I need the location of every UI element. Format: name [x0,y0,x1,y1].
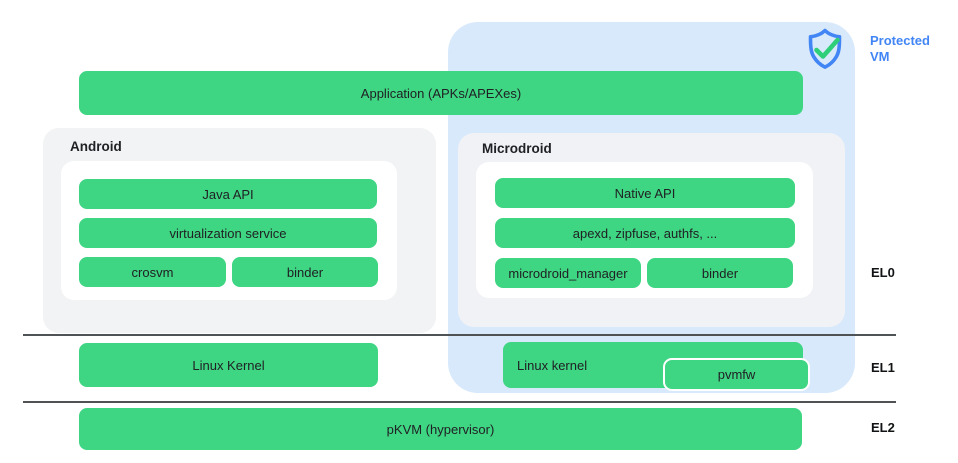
microdroid-manager-bar: microdroid_manager [495,258,641,288]
virtualization-service-bar: virtualization service [79,218,377,248]
android-title: Android [70,139,122,154]
microdroid-section: Microdroid Native API apexd, zipfuse, au… [458,133,845,327]
android-binder-bar: binder [232,257,378,287]
el1-el2-divider [23,401,896,403]
microdroid-inner-box: Native API apexd, zipfuse, authfs, ... m… [476,162,813,298]
el1-label: EL1 [871,360,895,375]
host-linux-kernel-bar: Linux Kernel [79,343,378,387]
protected-vm-label: Protected VM [870,33,930,64]
native-api-bar: Native API [495,178,795,208]
el0-label: EL0 [871,265,895,280]
microdroid-title: Microdroid [482,141,552,156]
android-section: Android Java API virtualization service … [43,128,436,333]
el0-el1-divider [23,334,896,336]
shield-check-icon [808,28,842,69]
apexd-zipfuse-authfs-bar: apexd, zipfuse, authfs, ... [495,218,795,248]
android-inner-box: Java API virtualization service crosvm b… [61,161,397,300]
pkvm-hypervisor-bar: pKVM (hypervisor) [79,408,802,450]
pvmfw-bar: pvmfw [663,358,810,391]
application-bar: Application (APKs/APEXes) [79,71,803,115]
java-api-bar: Java API [79,179,377,209]
el2-label: EL2 [871,420,895,435]
crosvm-bar: crosvm [79,257,226,287]
microdroid-binder-bar: binder [647,258,793,288]
